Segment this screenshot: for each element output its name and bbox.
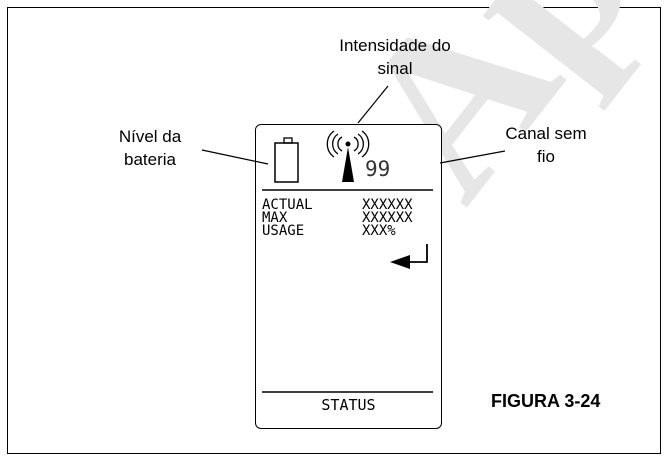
channel-label-line1: Canal sem [505, 124, 587, 143]
channel-label: Canal sem fio [496, 122, 596, 168]
channel-readout: 99 [365, 157, 391, 181]
row-max-name: MAX [262, 210, 288, 226]
battery-leader-line [201, 149, 269, 165]
battery-label: Nível da bateria [100, 125, 200, 171]
signal-label: Intensidade do sinal [310, 34, 480, 80]
row-actual-name: ACTUAL [262, 197, 313, 213]
row-usage-name: USAGE [262, 223, 305, 239]
channel-leader-line [439, 150, 506, 164]
channel-label-line2: fio [537, 147, 555, 166]
signal-leader-line [357, 85, 389, 124]
figure-caption: FIGURA 3-24 [491, 391, 601, 411]
signal-label-line1: Intensidade do [339, 36, 451, 55]
row-actual-value: XXXXXX [362, 197, 413, 213]
battery-label-line1: Nível da [118, 127, 182, 146]
row-usage-value: XXX% [362, 223, 396, 239]
figure-frame [7, 7, 661, 454]
signal-label-line2: sinal [377, 59, 413, 78]
antenna-icon [326, 130, 370, 182]
status-footer: STATUS [321, 396, 376, 414]
row-max-value: XXXXXX [362, 210, 413, 226]
battery-icon [274, 137, 299, 183]
enter-arrow-icon [390, 244, 428, 269]
battery-label-line2: bateria [124, 150, 176, 169]
